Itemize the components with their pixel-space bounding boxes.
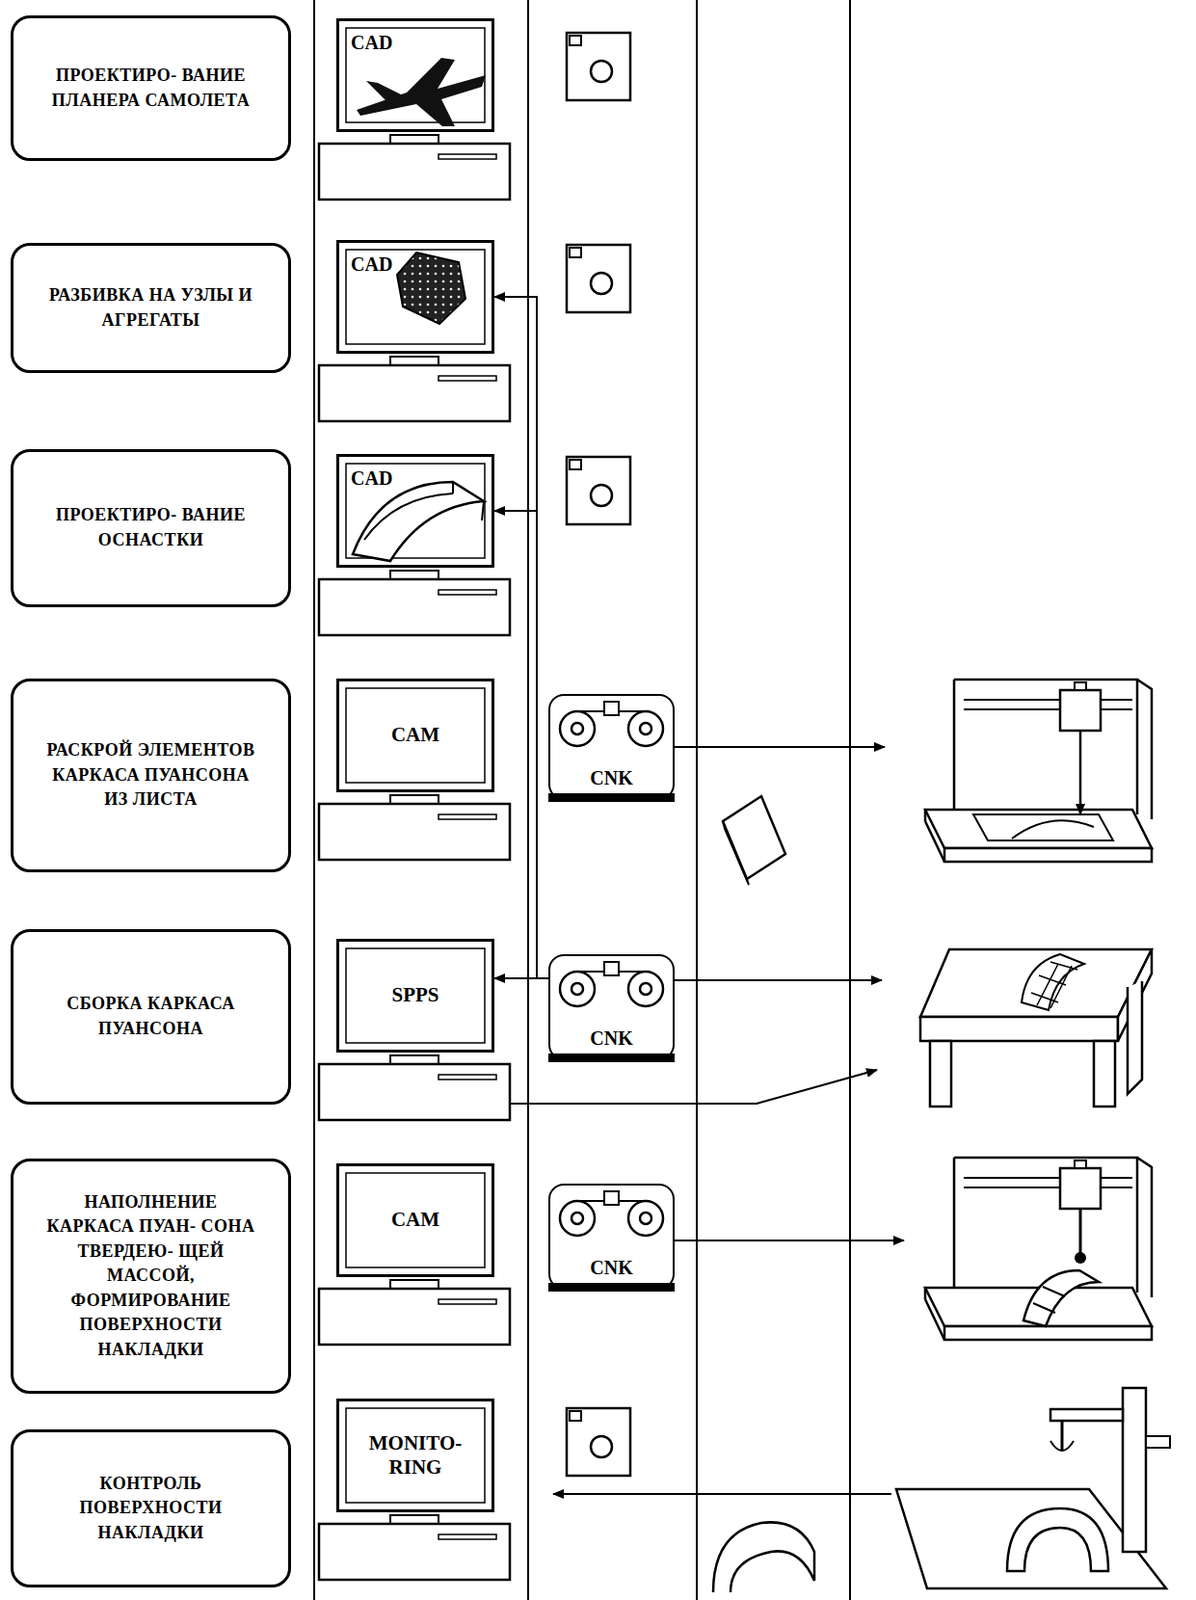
computer-screen: SPPS: [336, 938, 495, 1053]
node-label: CAM: [391, 722, 440, 747]
node-label: CAM: [391, 1207, 440, 1232]
node-label: SPPS: [391, 983, 439, 1008]
node-label: ПРОЕКТИРО- ВАНИЕ ОСНАСТКИ: [42, 503, 260, 553]
node-label: КОНТРОЛЬ ПОВЕРХНОСТИ НАКЛАДКИ: [42, 1471, 260, 1546]
computer-screen: CAM: [336, 1163, 495, 1277]
computer-screen: CAD: [336, 239, 495, 354]
computer-screen: MONITO- RING: [336, 1398, 495, 1513]
tape-drive: CNK: [548, 1183, 675, 1290]
node-label: НАПОЛНЕНИЕ КАРКАСА ПУАН- СОНА ТВЕРДЕЮ- Щ…: [42, 1190, 260, 1363]
computer-screen: CAD: [336, 453, 495, 568]
data-flow-arrow: [494, 977, 549, 980]
node-label: CAD: [350, 252, 393, 276]
node-label: РАСКРОЙ ЭЛЕМЕНТОВ КАРКАСА ПУАНСОНА ИЗ ЛИ…: [42, 738, 260, 813]
computer-screen: CAD: [336, 18, 495, 133]
node-label: MONITO- RING: [354, 1431, 477, 1480]
process-box: СБОРКА КАРКАСА ПУАНСОНА: [10, 929, 292, 1105]
process-box: ПРОЕКТИРО- ВАНИЕ ОСНАСТКИ: [10, 449, 292, 608]
computer-screen: CAM: [336, 678, 495, 793]
process-box: ПРОЕКТИРО- ВАНИЕ ПЛАНЕРА САМОЛЕТА: [10, 15, 292, 161]
process-box: РАЗБИВКА НА УЗЛЫ И АГРЕГАТЫ: [10, 242, 292, 373]
tape-drive: CNK: [548, 954, 675, 1061]
node-label: CNK: [589, 767, 633, 789]
process-box: РАСКРОЙ ЭЛЕМЕНТОВ КАРКАСА ПУАНСОНА ИЗ ЛИ…: [10, 678, 292, 873]
node-label: CAD: [350, 30, 393, 54]
tape-drive: CNK: [548, 693, 675, 800]
node-label: ПРОЕКТИРО- ВАНИЕ ПЛАНЕРА САМОЛЕТА: [42, 63, 260, 113]
node-label: РАЗБИВКА НА УЗЛЫ И АГРЕГАТЫ: [42, 283, 260, 333]
data-flow-arrow: [494, 296, 549, 979]
process-box: НАПОЛНЕНИЕ КАРКАСА ПУАН- СОНА ТВЕРДЕЮ- Щ…: [10, 1158, 292, 1394]
node-label: CNK: [589, 1027, 633, 1049]
node-label: CAD: [350, 466, 393, 490]
node-label: CNK: [589, 1256, 633, 1278]
node-label: СБОРКА КАРКАСА ПУАНСОНА: [42, 991, 260, 1041]
process-box: КОНТРОЛЬ ПОВЕРХНОСТИ НАКЛАДКИ: [10, 1429, 292, 1588]
data-flow-arrow: [494, 510, 549, 979]
